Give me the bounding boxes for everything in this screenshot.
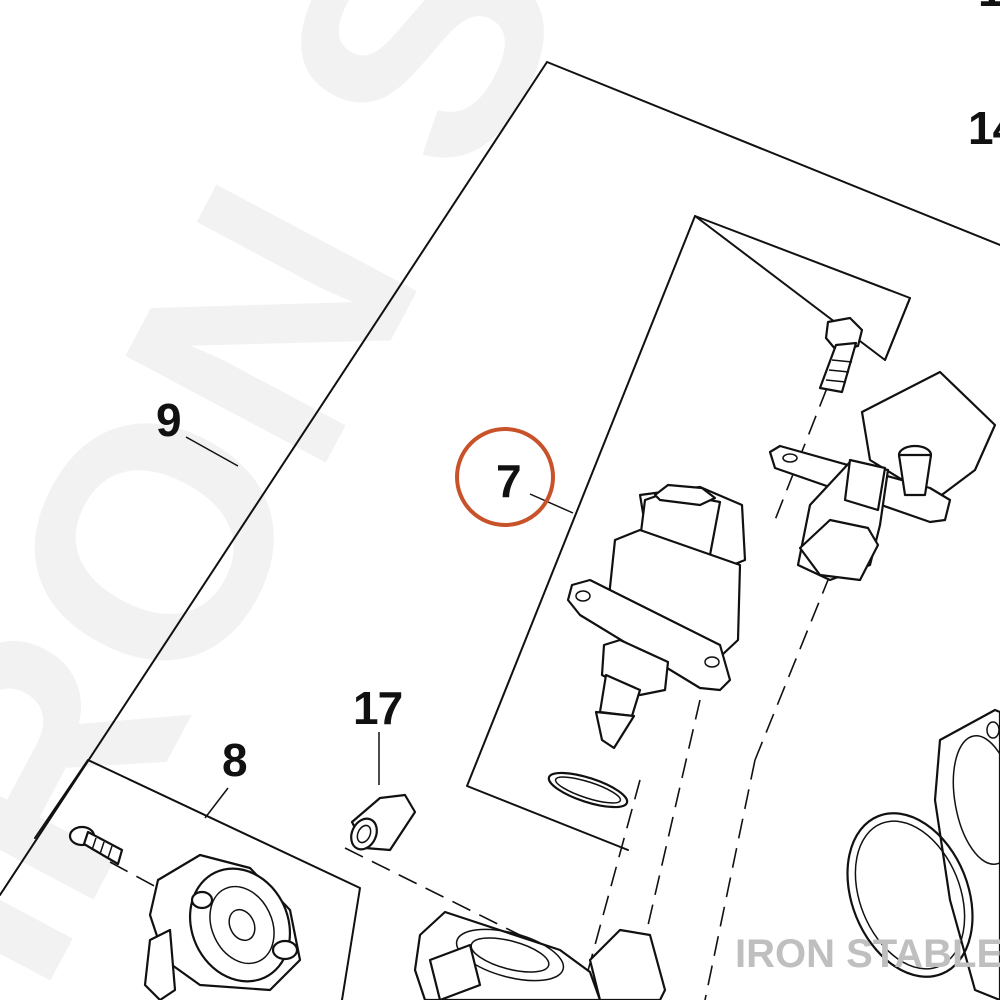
throttle-body bbox=[413, 910, 667, 1000]
callout-8: 8 bbox=[222, 734, 247, 786]
corner-watermark: IRON STABLE bbox=[735, 932, 1000, 976]
leader-9 bbox=[185, 436, 239, 467]
o-ring-large bbox=[846, 812, 974, 978]
o-ring-small bbox=[547, 771, 629, 809]
callout-17: 17 bbox=[353, 682, 402, 734]
mounting-bracket bbox=[768, 370, 997, 582]
callout-top: 1 bbox=[978, 0, 1000, 16]
bolt bbox=[818, 316, 864, 394]
throttle-position-sensor bbox=[143, 853, 302, 1000]
callout-9: 9 bbox=[156, 394, 181, 446]
sub-frame-8 bbox=[34, 759, 361, 1000]
assembly-frame-outer bbox=[0, 61, 1000, 896]
callout-7: 7 bbox=[496, 455, 521, 507]
rubber-plug bbox=[350, 793, 417, 852]
idle-air-control-valve bbox=[566, 483, 747, 750]
leader-8 bbox=[204, 787, 229, 819]
highlight-circle bbox=[455, 427, 555, 527]
leader-7 bbox=[529, 493, 574, 514]
inner-frame-top bbox=[694, 215, 911, 361]
intake-gasket bbox=[933, 708, 1000, 1000]
sensor-screw bbox=[68, 825, 124, 866]
assembly-frame-inner bbox=[466, 215, 696, 851]
callout-14: 14 bbox=[968, 102, 1000, 154]
